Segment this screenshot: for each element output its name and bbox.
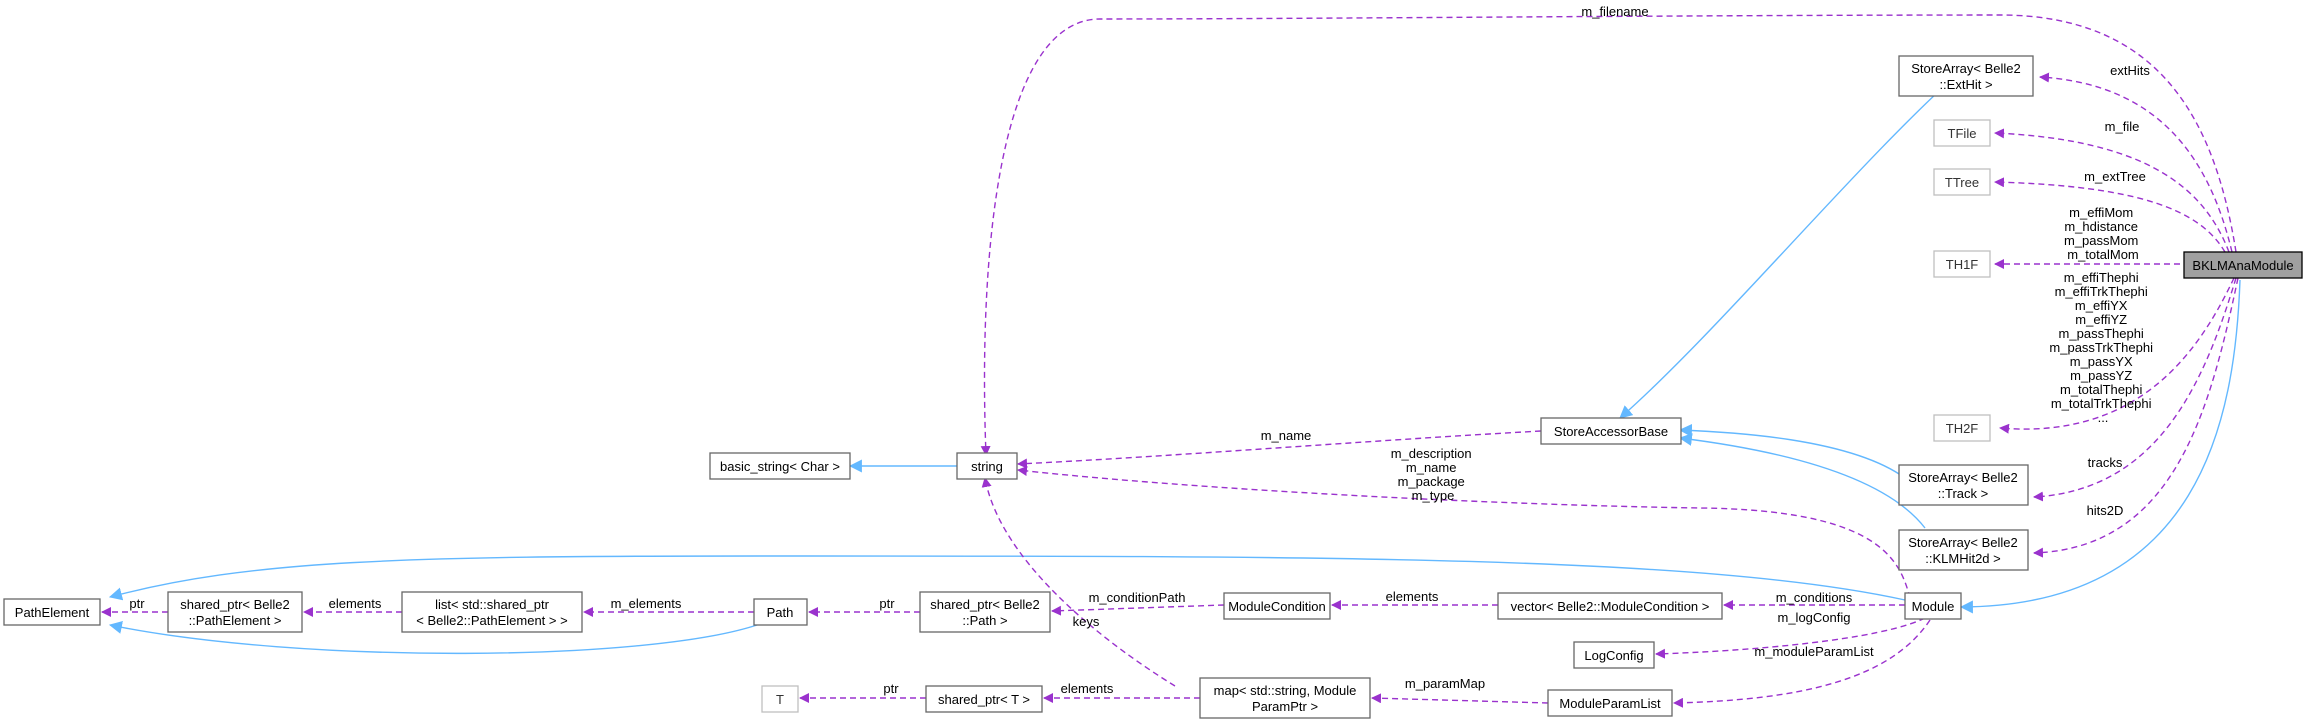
svg-text:shared_ptr< T >: shared_ptr< T > — [938, 692, 1030, 707]
svg-text:Module: Module — [1912, 599, 1955, 614]
svg-text:TFile: TFile — [1948, 126, 1977, 141]
label-m-filename: m_filename — [1581, 4, 1648, 19]
svg-text:PathElement: PathElement — [15, 605, 90, 620]
svg-text:StoreArray< Belle2::KLMHit2d >: StoreArray< Belle2::KLMHit2d > — [1908, 535, 2017, 566]
node-shared-ptr-path[interactable]: shared_ptr< Belle2::Path > — [919, 591, 1051, 633]
node-t[interactable]: T — [761, 685, 799, 713]
svg-text:StoreAccessorBase: StoreAccessorBase — [1554, 424, 1668, 439]
svg-text:shared_ptr< Belle2::PathElemen: shared_ptr< Belle2::PathElement > — [180, 597, 290, 628]
edge-storearray-exthit-to-storeaccessorbase — [1619, 68, 1964, 419]
label-ptr-path: ptr — [879, 596, 895, 611]
label-elements-list: elements — [329, 596, 382, 611]
node-storearray-klmhit2d[interactable]: StoreArray< Belle2::KLMHit2d > — [1898, 529, 2029, 571]
edge-module-string — [1017, 466, 1911, 599]
svg-text:vector< Belle2::ModuleConditio: vector< Belle2::ModuleCondition > — [1511, 599, 1710, 614]
node-th1f[interactable]: TH1F — [1933, 250, 1991, 278]
edge-keys — [981, 477, 1176, 687]
label-m-moduleparamlist: m_moduleParamList — [1754, 644, 1874, 659]
label-m-conditionpath: m_conditionPath — [1089, 590, 1186, 605]
node-pathelement[interactable]: PathElement — [3, 598, 101, 626]
label-m-parammap: m_paramMap — [1405, 676, 1485, 691]
label-exthits: extHits — [2110, 63, 2150, 78]
label-th2f-members: m_effiThephi m_effiTrkThephi m_effiYX m_… — [2049, 270, 2156, 425]
node-moduleparamlist[interactable]: ModuleParamList — [1547, 689, 1673, 717]
edge-th2f — [1999, 277, 2235, 434]
edge-path-to-pathelement-bottom — [108, 621, 761, 655]
label-m-conditions: m_conditions — [1776, 590, 1853, 605]
node-ttree[interactable]: TTree — [1933, 168, 1991, 196]
svg-text:Path: Path — [767, 605, 794, 620]
svg-text:StoreArray< Belle2::Track >: StoreArray< Belle2::Track > — [1908, 470, 2017, 501]
edge-module-to-pathelement-top — [108, 555, 1906, 601]
label-m-exttree: m_extTree — [2084, 169, 2146, 184]
node-bklmanamodule[interactable]: BKLMAnaModule — [2183, 251, 2303, 279]
edge-storearray-track-to-storeaccessorbase — [1678, 423, 1906, 479]
node-module[interactable]: Module — [1904, 592, 1962, 620]
edge-m-parammap — [1371, 693, 1549, 704]
node-tfile[interactable]: TFile — [1933, 119, 1991, 147]
edge-m-filename — [980, 14, 2237, 456]
svg-text:BKLMAnaModule: BKLMAnaModule — [2192, 258, 2293, 273]
svg-text:ModuleCondition: ModuleCondition — [1228, 599, 1326, 614]
label-keys: keys — [1073, 614, 1100, 629]
svg-text:ModuleParamList: ModuleParamList — [1559, 696, 1661, 711]
node-vector-modulecondition[interactable]: vector< Belle2::ModuleCondition > — [1497, 592, 1723, 620]
svg-text:TTree: TTree — [1945, 175, 1979, 190]
label-th1f-members: m_effiMom m_hdistance m_passMom m_totalM… — [2064, 205, 2142, 262]
label-module-string-members: m_description m_name m_package m_type — [1391, 446, 1476, 503]
edge-m-file — [1994, 128, 2230, 253]
label-elements-cond: elements — [1386, 589, 1439, 604]
node-string[interactable]: string — [956, 452, 1018, 480]
svg-text:StoreArray< Belle2::ExtHit >: StoreArray< Belle2::ExtHit > — [1911, 61, 2020, 92]
node-storearray-exthit[interactable]: StoreArray< Belle2::ExtHit > — [1898, 55, 2034, 97]
node-shared-ptr-t[interactable]: shared_ptr< T > — [925, 685, 1043, 713]
label-m-file: m_file — [2105, 119, 2140, 134]
svg-text:string: string — [971, 459, 1003, 474]
svg-text:TH2F: TH2F — [1946, 421, 1979, 436]
label-elements-map: elements — [1061, 681, 1114, 696]
label-hits2d: hits2D — [2087, 503, 2124, 518]
edge-tracks — [2033, 277, 2237, 502]
label-tracks: tracks — [2088, 455, 2123, 470]
label-ptr-t: ptr — [883, 681, 899, 696]
svg-text:TH1F: TH1F — [1946, 257, 1979, 272]
svg-text:basic_string< Char >: basic_string< Char > — [720, 459, 840, 474]
edge-storearray-klmhit-to-storeaccessorbase — [1678, 433, 1926, 529]
node-storearray-track[interactable]: StoreArray< Belle2::Track > — [1898, 464, 2029, 506]
label-ptr-pe: ptr — [129, 596, 145, 611]
svg-text:T: T — [776, 692, 784, 707]
node-basic-string[interactable]: basic_string< Char > — [709, 452, 851, 480]
node-shared-ptr-pathelement[interactable]: shared_ptr< Belle2::PathElement > — [167, 591, 303, 633]
edge-hits2d — [2033, 277, 2239, 558]
label-m-name: m_name — [1261, 428, 1312, 443]
svg-text:shared_ptr< Belle2::Path >: shared_ptr< Belle2::Path > — [930, 597, 1040, 628]
node-th2f[interactable]: TH2F — [1933, 414, 1991, 442]
edge-m-conditionpath — [1051, 604, 1225, 616]
edge-m-moduleparamlist — [1673, 619, 1931, 708]
edge-exthits — [2039, 72, 2233, 253]
edge-m-name-storeaccessor — [1017, 430, 1542, 469]
node-modulecondition[interactable]: ModuleCondition — [1223, 592, 1331, 620]
node-path[interactable]: Path — [753, 598, 808, 626]
label-m-elements: m_elements — [611, 596, 682, 611]
edge-bklm-to-module — [1959, 279, 2241, 614]
node-logconfig[interactable]: LogConfig — [1573, 641, 1655, 669]
svg-text:LogConfig: LogConfig — [1584, 648, 1643, 663]
node-storeaccessorbase[interactable]: StoreAccessorBase — [1540, 417, 1682, 445]
edge-m-logconfig — [1655, 617, 1926, 659]
label-m-logconfig: m_logConfig — [1778, 610, 1851, 625]
node-list-shared-ptr[interactable]: list< std::shared_ptr< Belle2::PathEleme… — [401, 591, 583, 633]
svg-text:list< std::shared_ptr< Belle2:: list< std::shared_ptr< Belle2::PathEleme… — [416, 597, 567, 628]
